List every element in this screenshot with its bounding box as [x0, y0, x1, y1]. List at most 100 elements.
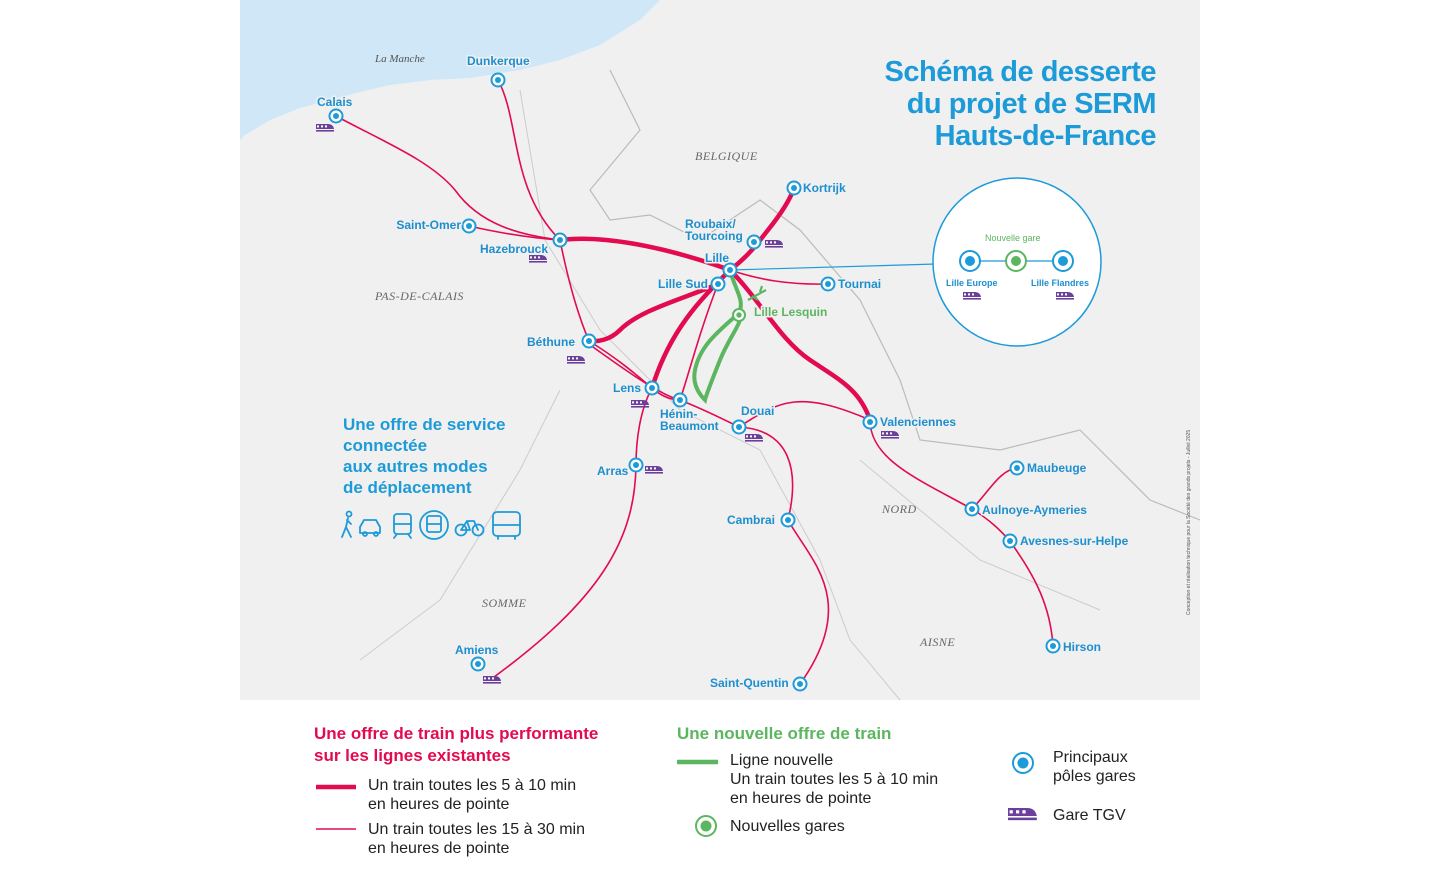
legend-thick-text: Un train toutes les 5 à 10 min en heures… [368, 776, 576, 814]
legend-hubs-line1: Principaux [1053, 749, 1128, 766]
label-saint-omer: Saint-Omer [396, 218, 461, 232]
legend-new-line-text: Ligne nouvelle Un train toutes les 5 à 1… [730, 751, 938, 808]
station-valenciennes[interactable] [862, 414, 878, 430]
region-aisne: AISNE [919, 635, 955, 649]
label-amiens: Amiens [455, 643, 499, 657]
station-maubeuge[interactable] [1009, 460, 1025, 476]
station-roubaix-tourcoing[interactable] [746, 234, 762, 250]
region-belgique: BELGIQUE [695, 149, 758, 163]
legend-thin-text: Un train toutes les 15 à 30 min en heure… [368, 820, 585, 858]
inset-station-lille-flandres [1052, 250, 1074, 272]
station-saint-quentin[interactable] [792, 676, 808, 692]
station-arras[interactable] [628, 457, 644, 473]
tgv-icon [483, 676, 501, 684]
label-lens: Lens [613, 381, 641, 395]
tgv-icon [745, 434, 763, 442]
station-amiens[interactable] [470, 656, 486, 672]
offer-line1: Une offre de service [343, 415, 506, 434]
mode-icons [341, 510, 521, 540]
station-saint-omer[interactable] [461, 218, 477, 234]
label-avesnes: Avesnes-sur-Helpe [1020, 534, 1129, 548]
map-title-line1: Schéma de desserte [885, 56, 1157, 88]
inset-new-station-label: Nouvelle gare [985, 233, 1041, 243]
credit-text: Conception et réalisation technique pour… [1186, 430, 1192, 615]
tram-icon [393, 513, 412, 539]
legend-new-stations-text: Nouvelles gares [730, 817, 845, 836]
tgv-icon [645, 466, 663, 474]
tgv-icon [529, 255, 547, 263]
legend-thick-line2: en heures de pointe [368, 796, 510, 813]
station-hazebrouck[interactable] [552, 232, 568, 248]
map-title-line2: du projet de SERM [907, 88, 1156, 120]
label-tournai: Tournai [838, 277, 881, 291]
bike-icon [454, 520, 485, 537]
tgv-icon [567, 356, 585, 364]
station-tournai[interactable] [820, 276, 836, 292]
label-maubeuge: Maubeuge [1027, 461, 1087, 475]
station-cambrai[interactable] [780, 512, 796, 528]
label-hirson: Hirson [1063, 640, 1101, 654]
label-lille-sud: Lille Sud [658, 277, 708, 291]
pedestrian-icon [341, 510, 353, 538]
station-avesnes-sur-helpe[interactable] [1002, 533, 1018, 549]
tgv-icon [765, 240, 783, 248]
inset-lille-europe-label: Lille Europe [946, 278, 998, 288]
station-douai[interactable] [731, 419, 747, 435]
legend-red-title-line2: sur les lignes existantes [314, 746, 511, 765]
legend-main-hub-icon [1012, 752, 1034, 774]
legend-green-title-text: Une nouvelle offre de train [677, 724, 892, 743]
station-lille[interactable] [722, 262, 738, 278]
label-cambrai: Cambrai [727, 513, 775, 527]
tgv-icon [1056, 292, 1074, 300]
station-calais[interactable] [328, 108, 344, 124]
legend-new-line2: Un train toutes les 5 à 10 min [730, 771, 939, 788]
tgv-icon [963, 292, 981, 300]
tgv-icon [316, 124, 334, 132]
legend-new-line3: en heures de pointe [730, 790, 872, 807]
sea-label: La Manche [374, 53, 425, 65]
station-bethune[interactable] [581, 333, 597, 349]
bus-icon [492, 511, 521, 540]
car-icon [359, 519, 381, 537]
station-lille-lesquin[interactable] [732, 308, 746, 322]
sea [240, 0, 660, 140]
label-lille: Lille [705, 251, 729, 265]
label-bethune: Béthune [527, 335, 575, 349]
label-saint-quentin: Saint-Quentin [710, 676, 789, 690]
label-roubaix-2: Tourcoing [685, 229, 743, 243]
legend-new-station-icon [695, 815, 717, 837]
station-dunkerque[interactable] [490, 72, 506, 88]
station-henin-beaumont[interactable] [672, 392, 688, 408]
legend-hubs-line2: pôles gares [1053, 768, 1136, 785]
land-background [240, 0, 1200, 700]
offer-line3: aux autres modes [343, 457, 488, 476]
legend-green-title: Une nouvelle offre de train [677, 723, 891, 745]
legend-hubs-text: Principaux pôles gares [1053, 748, 1136, 786]
label-kortrijk: Kortrijk [803, 181, 846, 195]
station-aulnoye-aymeries[interactable] [964, 501, 980, 517]
label-valenciennes: Valenciennes [880, 415, 956, 429]
inset-station-new [1005, 250, 1027, 272]
legend-tgv-label: Gare TGV [1053, 807, 1126, 824]
tgv-icon [631, 400, 649, 408]
legend-new-stations: Nouvelles gares [730, 818, 845, 835]
station-kortrijk[interactable] [786, 180, 802, 196]
legend-thin-line2: en heures de pointe [368, 840, 510, 857]
legend-thin-line1: Un train toutes les 15 à 30 min [368, 821, 586, 838]
metro-icon [419, 510, 449, 540]
legend-red-title-line1: Une offre de train plus performante [314, 724, 599, 743]
label-dunkerque: Dunkerque [467, 54, 530, 68]
legend-new-line1: Ligne nouvelle [730, 752, 834, 769]
inset-lille-flandres-label: Lille Flandres [1031, 278, 1089, 288]
legend-red-title: Une offre de train plus performante sur … [314, 723, 598, 767]
offer-line2: connectée [343, 436, 427, 455]
label-lille-lesquin: Lille Lesquin [754, 305, 827, 319]
map-title-line3: Hauts-de-France [935, 120, 1157, 152]
airport-icon [747, 285, 767, 301]
region-pas-de-calais: PAS-DE-CALAIS [374, 289, 464, 303]
station-lille-sud[interactable] [710, 276, 726, 292]
station-hirson[interactable] [1045, 638, 1061, 654]
label-henin-1: Hénin- [660, 407, 697, 421]
station-lens[interactable] [644, 380, 660, 396]
